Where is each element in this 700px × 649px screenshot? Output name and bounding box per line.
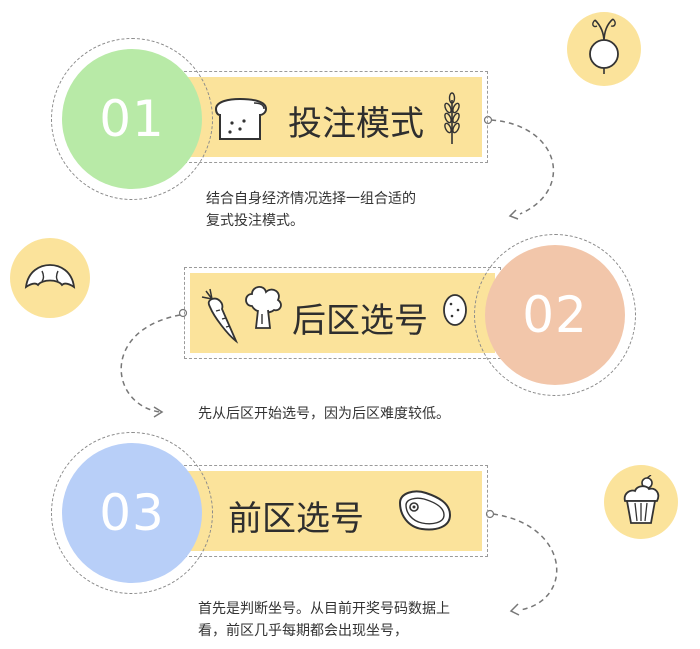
step1-description-line2: 复式投注模式。	[206, 213, 304, 229]
radish-icon	[589, 18, 619, 74]
step2-description: 先从后区开始选号，因为后区难度较低。	[198, 403, 450, 425]
potato-icon	[443, 294, 467, 326]
cupcake-icon	[623, 475, 660, 524]
step1-number-circle: 01	[62, 49, 202, 189]
carrot-icon	[201, 288, 239, 344]
step3-description-line1: 首先是判断坐号。从目前开奖号码数据上	[198, 601, 450, 617]
step3-title: 前区选号	[228, 499, 364, 539]
step2-circle-ring	[474, 234, 636, 396]
step3-number-circle: 03	[62, 443, 202, 583]
step2-number-circle: 02	[485, 245, 625, 385]
step3-circle-ring	[51, 432, 213, 594]
step2-description-line1: 先从后区开始选号，因为后区难度较低。	[198, 406, 450, 422]
step1-circle-ring	[51, 38, 213, 200]
step2-number: 02	[522, 286, 588, 344]
step3-description: 首先是判断坐号。从目前开奖号码数据上 看，前区几乎每期都会出现坐号，	[198, 598, 450, 642]
step3-description-line2: 看，前区几乎每期都会出现坐号，	[198, 623, 408, 639]
wheat-icon	[444, 92, 460, 144]
croissant-icon	[24, 264, 76, 289]
step1-number: 01	[99, 90, 165, 148]
step1-title: 投注模式	[288, 104, 424, 144]
bread-icon	[214, 97, 268, 140]
step1-description-line1: 结合自身经济情况选择一组合适的	[206, 191, 416, 207]
step2-title: 后区选号	[292, 301, 428, 341]
step3-number: 03	[99, 484, 165, 542]
step1-description: 结合自身经济情况选择一组合适的 复式投注模式。	[206, 188, 416, 232]
steak-icon	[398, 490, 452, 531]
broccoli-icon	[245, 286, 282, 329]
